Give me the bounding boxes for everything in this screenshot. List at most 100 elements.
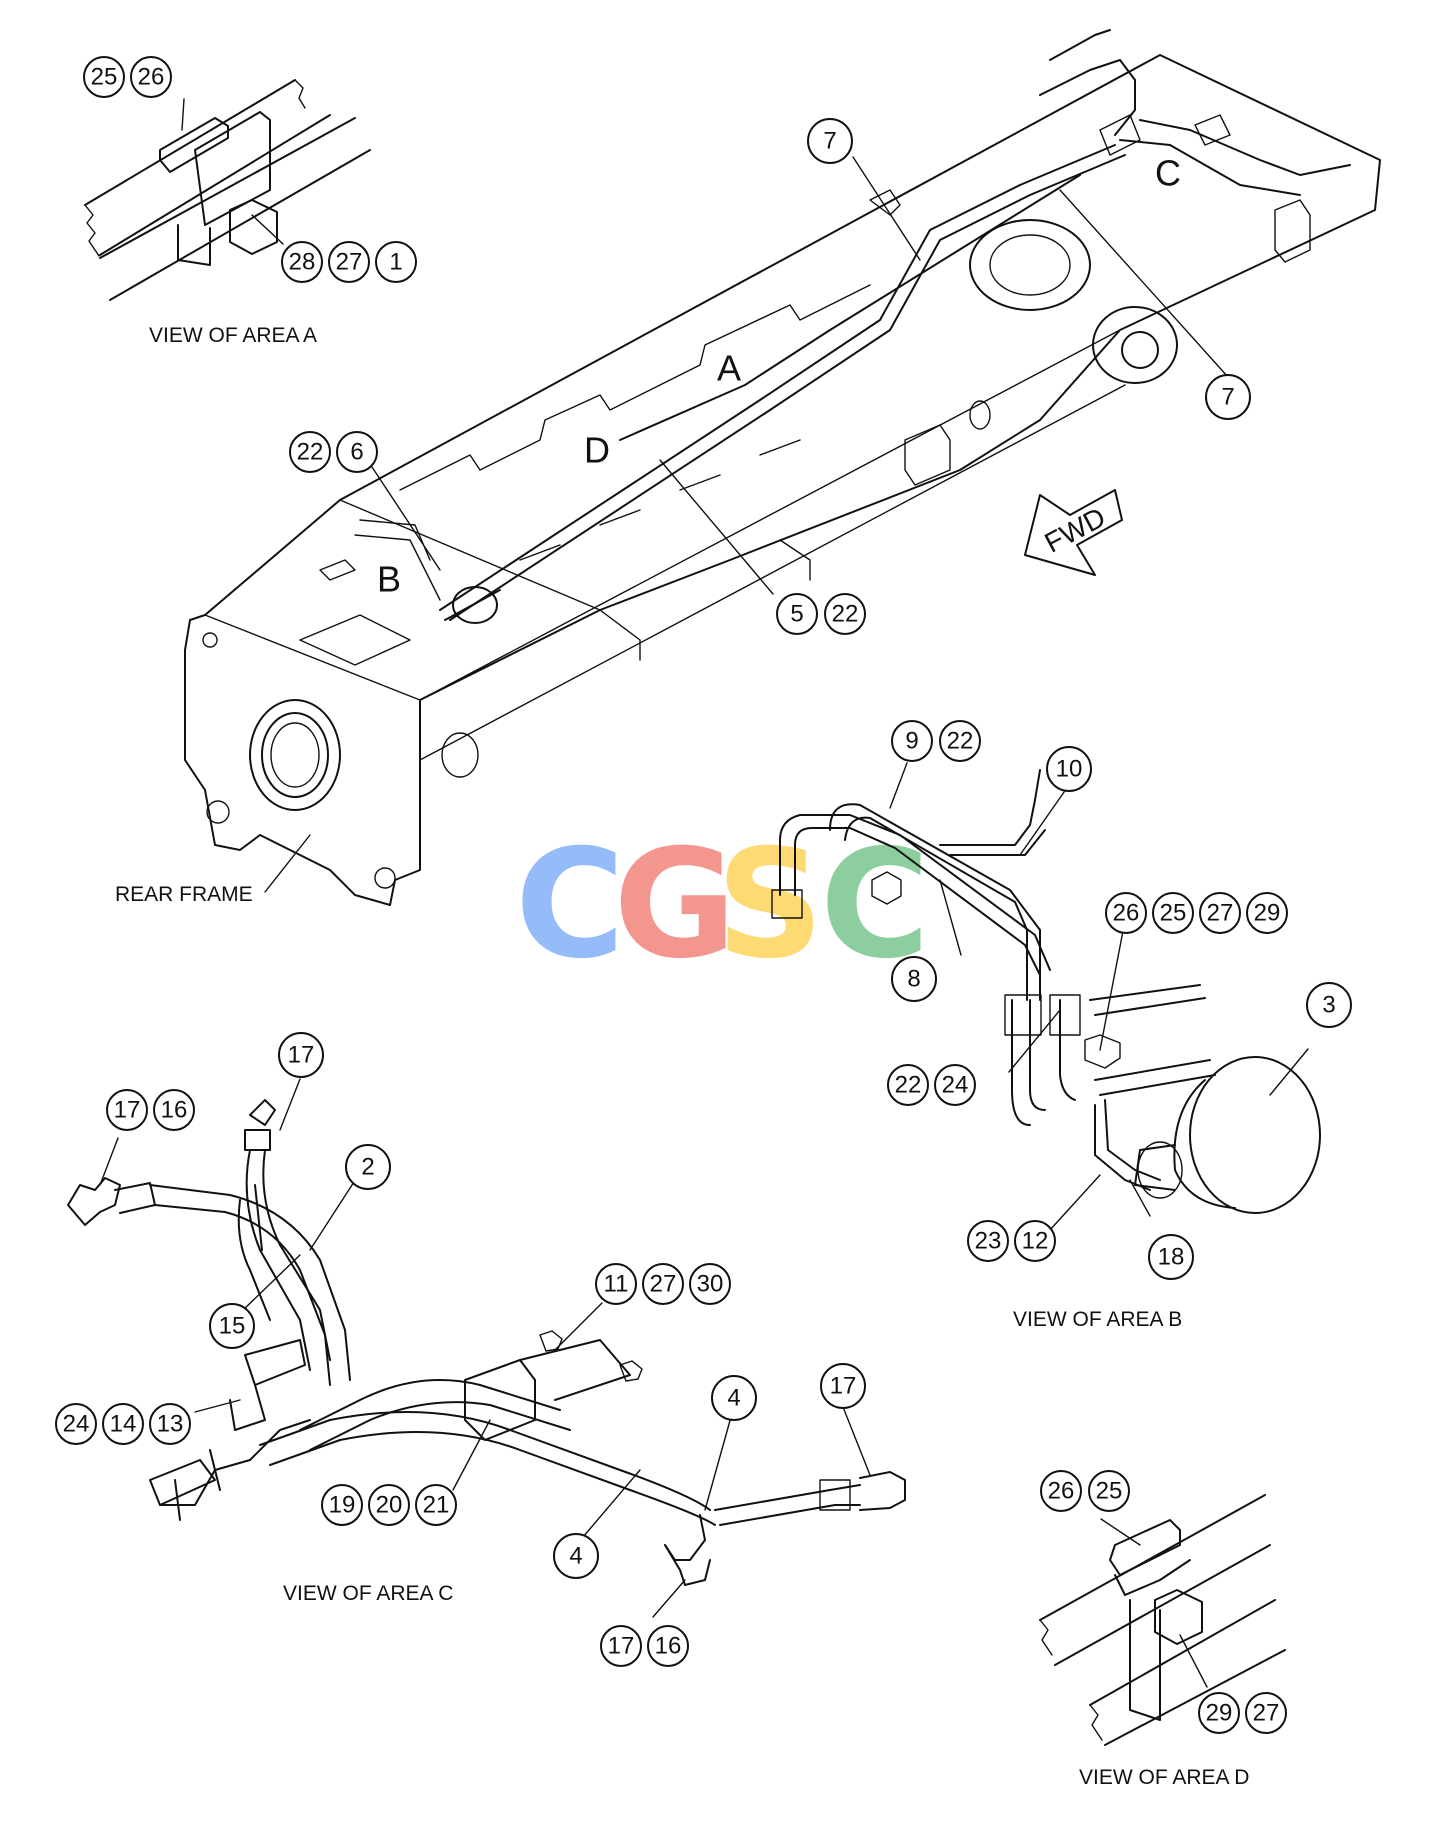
svg-text:6: 6 <box>350 439 363 466</box>
svg-text:29: 29 <box>1254 900 1281 927</box>
view-area-b-drawing <box>771 769 1321 1214</box>
svg-text:26: 26 <box>138 64 165 91</box>
callout-c19: 16 <box>647 1625 689 1667</box>
svg-text:3: 3 <box>1322 992 1335 1019</box>
callout-b5: 25 <box>1152 892 1194 934</box>
view-area-c-drawing <box>67 1099 906 1586</box>
callout-a4: 27 <box>328 241 370 283</box>
svg-text:5: 5 <box>790 601 803 628</box>
callouts: 25 26 28 27 1 7 7 22 6 5 22 9 22 10 26 2… <box>55 56 1352 1734</box>
callout-m4: 6 <box>336 431 378 473</box>
svg-text:8: 8 <box>907 966 920 993</box>
caption-view-area-a: VIEW OF AREA A <box>149 324 317 347</box>
callout-c5: 15 <box>209 1303 255 1349</box>
svg-text:9: 9 <box>905 728 918 755</box>
svg-text:14: 14 <box>110 1411 137 1438</box>
callout-c10: 14 <box>102 1403 144 1445</box>
callout-c4: 2 <box>345 1144 391 1190</box>
svg-text:15: 15 <box>219 1313 246 1340</box>
callout-c7: 27 <box>642 1263 684 1305</box>
watermark-letter-3: S <box>716 818 824 992</box>
callout-c16: 21 <box>415 1484 457 1526</box>
area-letter-a: A <box>717 348 741 389</box>
callout-b1: 9 <box>891 720 933 762</box>
svg-text:24: 24 <box>942 1072 969 1099</box>
svg-text:22: 22 <box>895 1072 922 1099</box>
svg-text:13: 13 <box>157 1411 184 1438</box>
callout-b14: 18 <box>1148 1234 1194 1280</box>
svg-text:21: 21 <box>423 1492 450 1519</box>
callout-b13: 12 <box>1014 1220 1056 1262</box>
svg-text:26: 26 <box>1113 900 1140 927</box>
svg-text:17: 17 <box>608 1633 635 1660</box>
callout-c12: 17 <box>820 1363 866 1409</box>
callout-b4: 26 <box>1105 892 1147 934</box>
svg-text:4: 4 <box>569 1543 582 1570</box>
callout-d2: 25 <box>1088 1470 1130 1512</box>
callout-a1: 25 <box>83 56 125 98</box>
svg-text:17: 17 <box>288 1042 315 1069</box>
svg-text:18: 18 <box>1158 1244 1185 1271</box>
caption-view-area-d: VIEW OF AREA D <box>1079 1766 1249 1789</box>
caption-view-area-c: VIEW OF AREA C <box>283 1582 453 1605</box>
svg-text:17: 17 <box>114 1097 141 1124</box>
callout-b2: 22 <box>939 720 981 762</box>
caption-rear-frame: REAR FRAME <box>115 883 253 906</box>
fwd-label: FWD <box>1040 501 1111 558</box>
svg-text:1: 1 <box>389 249 402 276</box>
watermark-letter-2: G <box>613 818 736 992</box>
svg-text:4: 4 <box>727 1385 740 1412</box>
callout-c11: 13 <box>149 1403 191 1445</box>
callout-m3: 22 <box>289 431 331 473</box>
svg-text:22: 22 <box>297 439 324 466</box>
callout-b8: 8 <box>891 956 937 1002</box>
svg-text:25: 25 <box>91 64 118 91</box>
callout-b7: 29 <box>1246 892 1288 934</box>
svg-text:27: 27 <box>1253 1700 1280 1727</box>
callout-m2: 7 <box>1205 374 1251 420</box>
callout-b3: 10 <box>1046 746 1092 792</box>
svg-text:7: 7 <box>1221 384 1234 411</box>
svg-text:25: 25 <box>1096 1478 1123 1505</box>
rear-frame-drawing: FWD <box>184 29 1381 906</box>
svg-text:22: 22 <box>832 601 859 628</box>
svg-text:10: 10 <box>1056 756 1083 783</box>
svg-text:19: 19 <box>329 1492 356 1519</box>
svg-text:30: 30 <box>697 1271 724 1298</box>
svg-text:26: 26 <box>1048 1478 1075 1505</box>
callout-b10: 22 <box>887 1064 929 1106</box>
callout-c9: 24 <box>55 1403 97 1445</box>
callout-c6: 11 <box>595 1263 637 1305</box>
svg-text:12: 12 <box>1022 1228 1049 1255</box>
callout-c14: 19 <box>321 1484 363 1526</box>
callout-c15: 20 <box>368 1484 410 1526</box>
view-area-a-drawing <box>84 79 371 301</box>
rear-frame-leader <box>264 834 311 893</box>
callout-c18: 17 <box>600 1625 642 1667</box>
callout-c17: 4 <box>553 1533 599 1579</box>
watermark: C G S C <box>515 818 930 992</box>
watermark-letter-1: C <box>515 818 625 992</box>
callout-d4: 27 <box>1245 1692 1287 1734</box>
callout-m5: 5 <box>776 593 818 635</box>
callout-m1: 7 <box>807 118 853 164</box>
svg-text:28: 28 <box>289 249 316 276</box>
svg-text:11: 11 <box>604 1271 629 1298</box>
area-letter-b: B <box>377 559 401 600</box>
callout-c1: 17 <box>278 1032 324 1078</box>
callout-a5: 1 <box>375 241 417 283</box>
callout-a2: 26 <box>130 56 172 98</box>
svg-text:24: 24 <box>63 1411 90 1438</box>
callout-d3: 29 <box>1198 1692 1240 1734</box>
svg-text:20: 20 <box>376 1492 403 1519</box>
callout-d1: 26 <box>1040 1470 1082 1512</box>
callout-b6: 27 <box>1199 892 1241 934</box>
area-letter-c: C <box>1155 153 1181 194</box>
svg-text:25: 25 <box>1160 900 1187 927</box>
callout-m6: 22 <box>824 593 866 635</box>
svg-text:16: 16 <box>161 1097 188 1124</box>
svg-text:23: 23 <box>975 1228 1002 1255</box>
callout-b9: 3 <box>1306 982 1352 1028</box>
svg-text:2: 2 <box>361 1154 374 1181</box>
